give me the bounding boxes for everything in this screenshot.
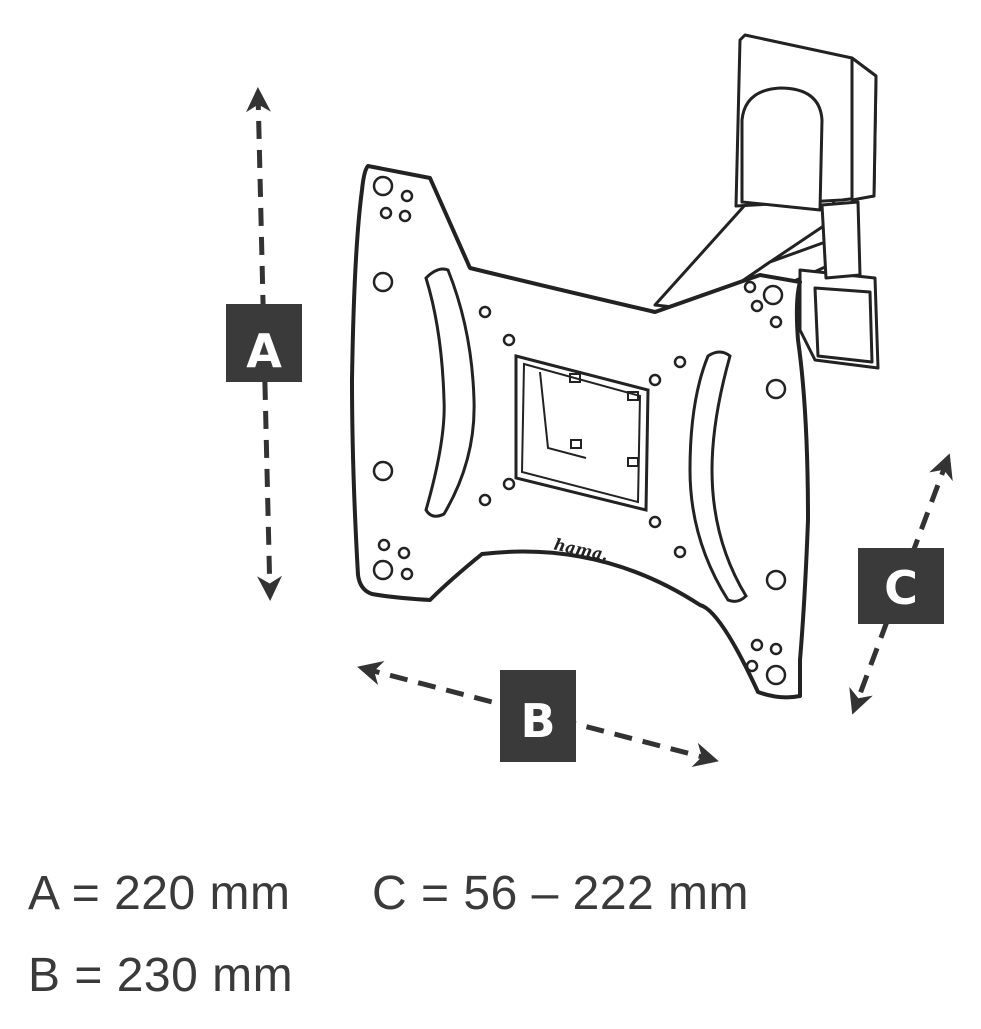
label-box-b: B <box>500 670 576 762</box>
wall-plate <box>734 33 878 212</box>
dimension-arrow-a <box>245 87 283 601</box>
label-box-a: A <box>226 304 302 382</box>
label-b: B <box>520 694 555 748</box>
dimension-arrow-c <box>849 453 953 715</box>
label-a: A <box>246 324 282 378</box>
label-box-c: C <box>858 548 944 624</box>
measurement-b: B = 230 mm <box>28 949 294 1002</box>
measurement-a: A = 220 mm <box>28 867 291 920</box>
measurement-c: C = 56 – 222 mm <box>372 867 750 920</box>
label-c: C <box>884 561 918 615</box>
